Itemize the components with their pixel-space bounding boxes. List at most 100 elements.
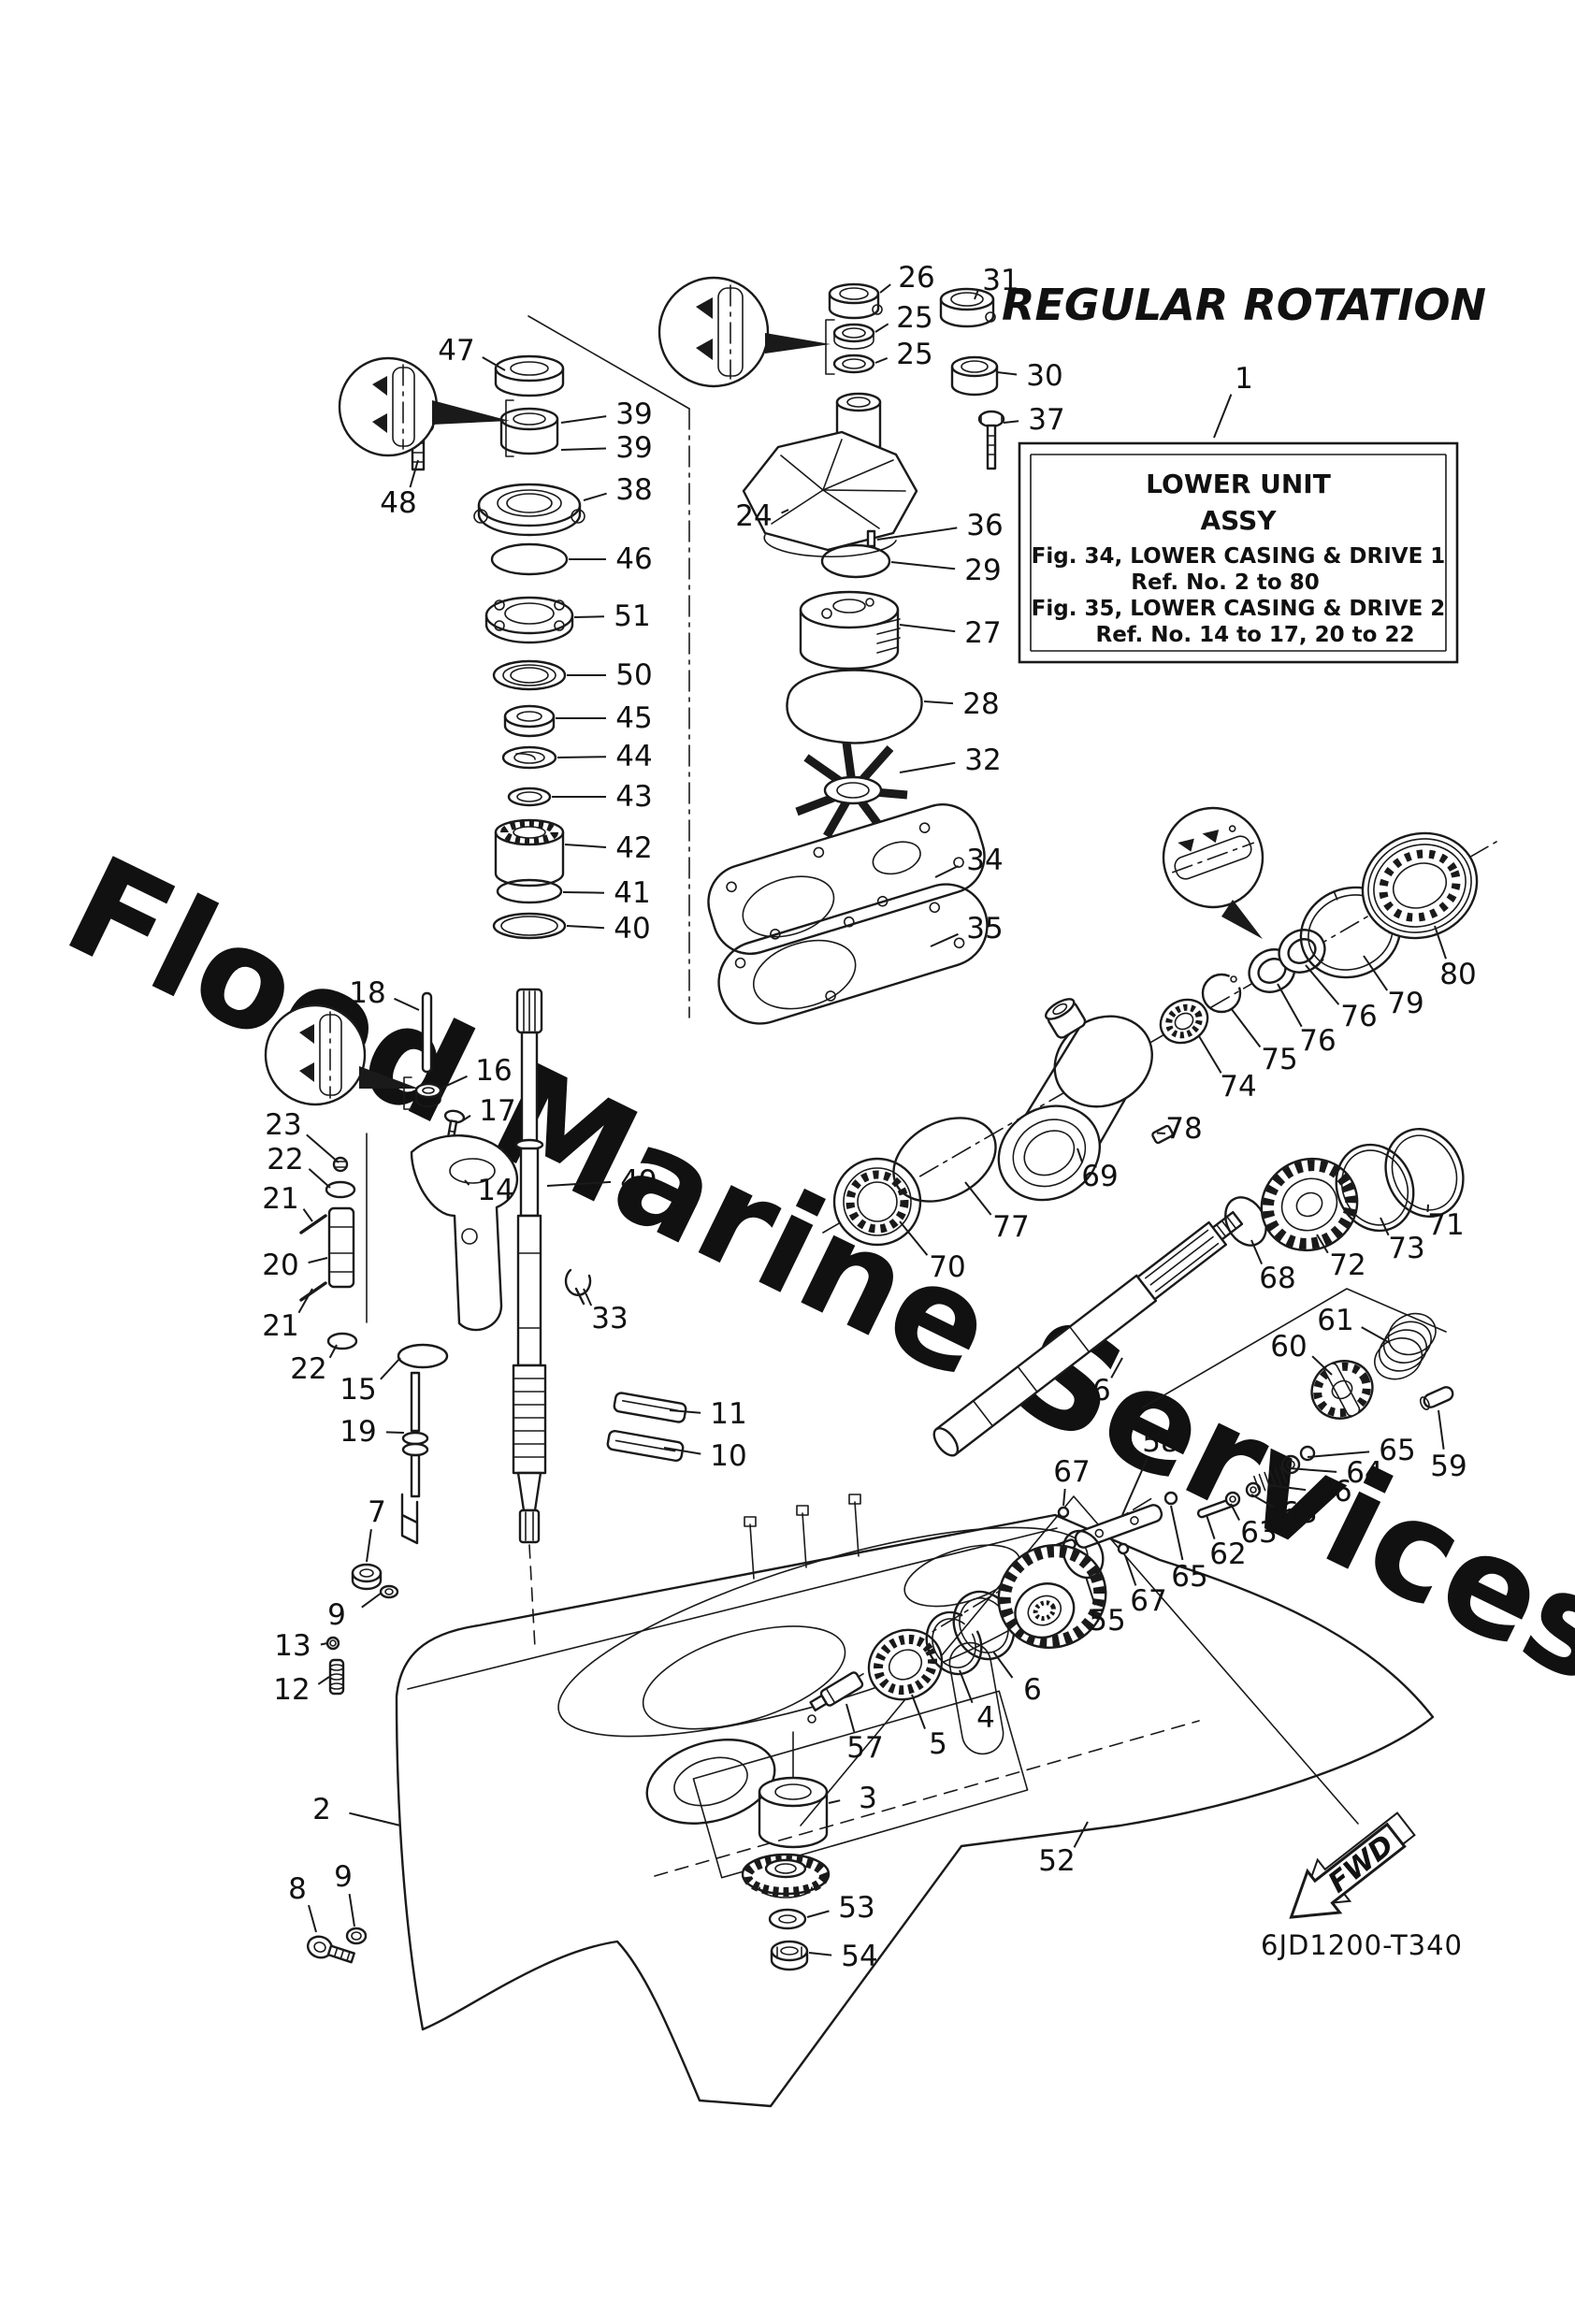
drawing-code: 6JD1200-T340	[1261, 1929, 1463, 1961]
callout-label: 63	[1240, 1516, 1277, 1550]
leader-line	[923, 700, 954, 705]
leader-line	[1230, 1503, 1240, 1522]
leader-line	[808, 1952, 832, 1956]
callout-label: 5	[929, 1727, 947, 1761]
driveshaft-art	[512, 988, 547, 1544]
leader-line	[566, 925, 605, 930]
callout-label: 80	[1439, 958, 1476, 991]
info-box-line1: LOWER UNIT	[1146, 469, 1331, 499]
leader-line	[1307, 1451, 1370, 1458]
leader-line	[308, 1257, 328, 1264]
leader-line	[1003, 420, 1019, 424]
leader-line	[911, 1694, 926, 1729]
leader-line	[992, 1651, 1014, 1679]
leader-line	[899, 624, 956, 633]
callout-label: 61	[1317, 1304, 1353, 1337]
leader-line	[546, 1180, 612, 1187]
forward-gear-art	[809, 1529, 1107, 1712]
info-box-line2: ASSY	[1200, 505, 1277, 536]
leader-line	[317, 1676, 330, 1685]
leader-line	[462, 1115, 471, 1121]
leader-line	[1434, 925, 1447, 960]
callout-label: 76	[1299, 1024, 1336, 1058]
anode-plates-art	[606, 1392, 687, 1463]
callout-label: 9	[327, 1598, 346, 1632]
callout-label: 55	[1089, 1604, 1125, 1638]
callout-label: 57	[846, 1731, 883, 1765]
leader-line	[394, 997, 420, 1011]
callout-label: 16	[475, 1054, 512, 1088]
leader-line	[320, 1642, 328, 1646]
callout-label: 77	[992, 1210, 1029, 1244]
lower-casing-art	[395, 1494, 1435, 2108]
callout-label: 8	[288, 1872, 307, 1906]
leader-line	[879, 283, 891, 294]
callout-label: 68	[1259, 1262, 1295, 1295]
callout-label: 41	[614, 876, 650, 910]
leader-line	[1250, 1239, 1264, 1264]
inset-seal-detail-2	[338, 356, 510, 457]
callout-label: 45	[615, 701, 652, 735]
callout-layer: 1473939384846515045444342414026252531303…	[262, 261, 1476, 1973]
callout-label: 22	[267, 1143, 303, 1176]
info-box-line5: Fig. 35, LOWER CASING & DRIVE 2	[1032, 597, 1446, 621]
callout-label: 62	[1209, 1537, 1246, 1571]
info-box-line4: Ref. No. 2 to 80	[1131, 570, 1319, 595]
callout-label: 2	[312, 1793, 331, 1826]
leader-line	[564, 844, 607, 848]
leader-line	[1361, 1326, 1391, 1344]
callout-label: 53	[838, 1891, 874, 1925]
leader-line	[1250, 1494, 1274, 1508]
leader-line	[1170, 1505, 1184, 1561]
callout-label: 37	[1028, 403, 1064, 437]
leader-line	[308, 1904, 317, 1933]
callout-label: 79	[1387, 987, 1423, 1020]
leader-line	[297, 1288, 313, 1314]
diagram-title: REGULAR ROTATION	[1002, 280, 1486, 330]
leader-line	[996, 371, 1018, 376]
callout-label: 69	[1081, 1160, 1118, 1193]
callout-label: 12	[273, 1673, 310, 1707]
clutch-shift-art	[1053, 1312, 1454, 1555]
callout-label: 46	[615, 542, 652, 576]
leader-line	[845, 1703, 856, 1733]
callout-label: 42	[615, 831, 652, 865]
leader-line	[1305, 964, 1340, 1005]
callout-label: 1	[1235, 362, 1253, 396]
callout-label: 52	[1038, 1844, 1075, 1878]
callout-label: 39	[615, 397, 652, 431]
callout-label: 60	[1270, 1330, 1307, 1364]
leader-line	[1124, 1554, 1137, 1586]
callout-label: 47	[438, 334, 474, 368]
callout-label: 30	[1026, 359, 1062, 393]
callout-label: 10	[710, 1439, 746, 1473]
prop-shaft-art	[932, 1128, 1465, 1457]
leader-line	[1198, 1035, 1222, 1074]
callout-label: 70	[929, 1250, 965, 1284]
leader-line	[302, 1208, 313, 1222]
leader-line	[828, 1799, 841, 1804]
callout-label: 40	[614, 912, 650, 945]
callout-label: 64	[1346, 1456, 1382, 1490]
callout-label: 9	[334, 1860, 353, 1894]
callout-label: 25	[896, 301, 932, 335]
callout-label: 21	[262, 1309, 298, 1343]
leader-line	[1438, 1409, 1445, 1450]
callout-label: 25	[896, 338, 932, 371]
callout-label: 27	[964, 616, 1001, 650]
leader-line	[1110, 1357, 1123, 1379]
callout-label: 75	[1261, 1043, 1297, 1076]
callout-label: 50	[615, 658, 652, 692]
callout-label: 48	[380, 486, 416, 520]
callout-label: 31	[982, 264, 1019, 297]
leader-line	[1288, 1467, 1337, 1473]
leader-line	[930, 932, 959, 947]
leader-line	[1206, 1514, 1216, 1540]
callout-label: 34	[966, 844, 1003, 877]
info-box-line6: Ref. No. 14 to 17, 20 to 22	[1096, 623, 1415, 647]
callout-label: 4	[976, 1701, 995, 1735]
leader-line	[874, 323, 889, 333]
leader-line	[366, 1529, 372, 1563]
